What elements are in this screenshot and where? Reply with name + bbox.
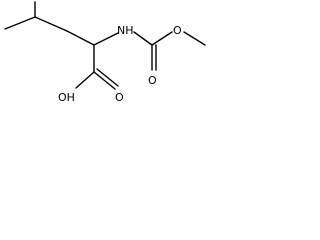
bond-alpha-to-nh: [93, 32, 119, 46]
bond-acid-c-to-oh: [75, 71, 95, 89]
bond-acid-c-o-2: [96, 68, 119, 87]
bond-ch2-to-alpha: [66, 30, 95, 46]
atom-label-oh: OH: [58, 91, 75, 104]
atom-label-acid-carbonyl-o: O: [115, 91, 124, 104]
atom-label-carbamate-carbonyl-o: O: [148, 74, 157, 87]
chemical-structure: NH O O OH O: [4, 1, 206, 104]
bond-acid-c-o-1: [93, 71, 116, 90]
structure-canvas: NH O O OH O: [0, 0, 218, 123]
atom-label-ether-o: O: [173, 24, 182, 37]
bond-carbonyl-to-ether-o: [151, 31, 173, 46]
atom-label-nh: NH: [117, 24, 134, 37]
bond-isopropyl-to-ch2: [34, 16, 68, 32]
bond-ether-o-to-methyl: [183, 31, 206, 46]
bond-nh-to-carbonyl: [133, 31, 153, 46]
bond-isopropyl-left: [4, 16, 36, 30]
